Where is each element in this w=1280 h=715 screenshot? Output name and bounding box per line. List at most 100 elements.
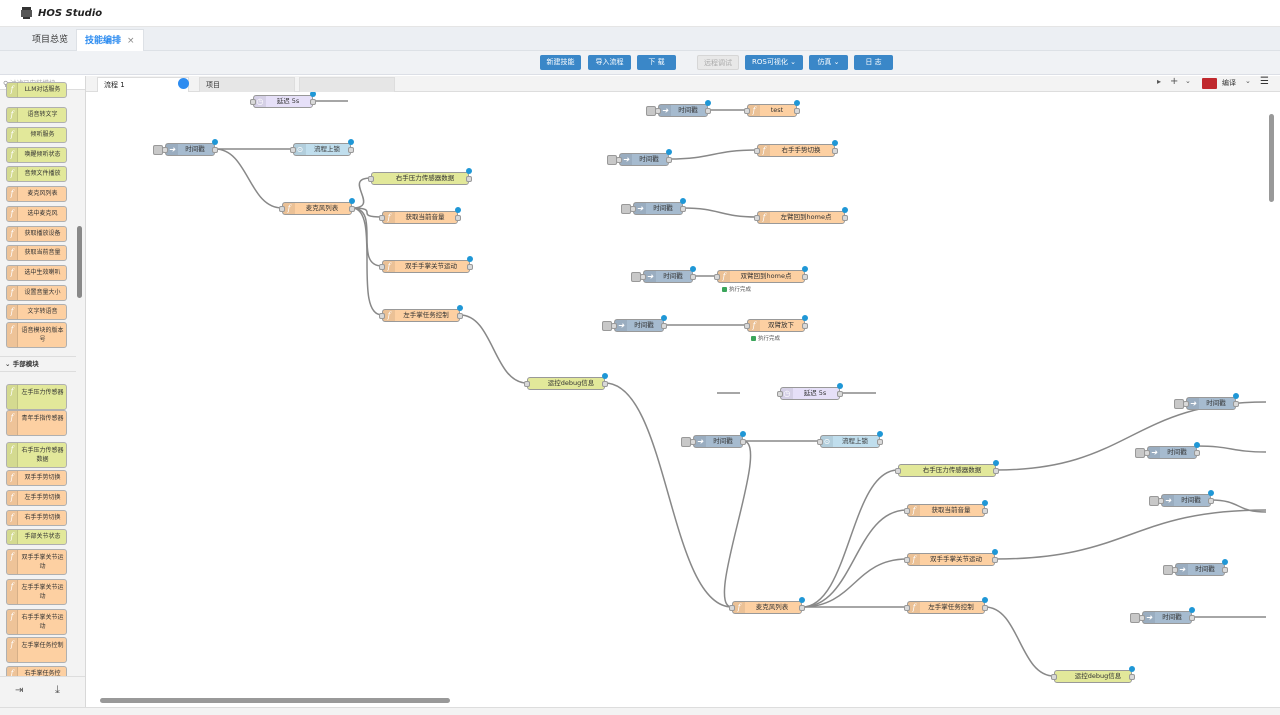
output-port[interactable]	[1208, 498, 1214, 504]
input-port[interactable]	[1183, 401, 1189, 407]
deploy-icon[interactable]	[1202, 78, 1217, 89]
add-tab-icon[interactable]: +	[1170, 76, 1179, 87]
user-avatar-icon[interactable]	[178, 78, 189, 89]
flow-wire[interactable]	[351, 207, 383, 218]
new-skill-button[interactable]: 新建技能	[540, 55, 581, 70]
output-port[interactable]	[740, 439, 746, 445]
output-port[interactable]	[705, 108, 711, 114]
tab-skill-orchestration[interactable]: 技能编排×	[76, 29, 144, 51]
output-port[interactable]	[842, 215, 848, 221]
debug-info-node[interactable]: 运控debug信息	[1051, 666, 1135, 683]
timestamp-node[interactable]: ➜时间戳	[1163, 559, 1228, 576]
simulate-dropdown[interactable]: 仿真 ⌄	[809, 55, 848, 70]
input-port[interactable]	[611, 323, 617, 329]
input-port[interactable]	[714, 274, 720, 280]
input-port[interactable]	[754, 148, 760, 154]
menu-icon[interactable]: ☰	[1260, 76, 1269, 87]
flow-lock-node[interactable]: ⊙流程上锁	[817, 431, 883, 448]
output-port[interactable]	[690, 274, 696, 280]
play-icon[interactable]: ▸	[1157, 77, 1162, 86]
input-port[interactable]	[777, 391, 783, 397]
output-port[interactable]	[794, 108, 800, 114]
flow-wire[interactable]	[459, 314, 528, 384]
flow-wire[interactable]	[994, 509, 1266, 560]
workspace-tab-3[interactable]	[299, 77, 395, 92]
output-port[interactable]	[799, 605, 805, 611]
flow-wire[interactable]	[801, 469, 899, 608]
palette-scroll-thumb[interactable]	[77, 226, 82, 298]
input-port[interactable]	[655, 108, 661, 114]
flow-wire[interactable]	[995, 401, 1266, 471]
input-port[interactable]	[379, 313, 385, 319]
timestamp-node[interactable]: ➜时间戳	[646, 100, 711, 117]
output-port[interactable]	[466, 176, 472, 182]
input-port[interactable]	[379, 264, 385, 270]
input-port[interactable]	[368, 176, 374, 182]
output-port[interactable]	[1233, 401, 1239, 407]
output-port[interactable]	[1189, 615, 1195, 621]
output-port[interactable]	[992, 557, 998, 563]
input-port[interactable]	[279, 206, 285, 212]
input-port[interactable]	[817, 439, 823, 445]
flow-wire[interactable]	[351, 177, 372, 209]
output-port[interactable]	[832, 148, 838, 154]
flow-wire[interactable]	[1196, 445, 1266, 453]
input-port[interactable]	[690, 439, 696, 445]
workspace-tab-project[interactable]: 项目	[199, 77, 295, 92]
palette-scrollbar[interactable]	[76, 94, 82, 674]
output-port[interactable]	[455, 215, 461, 221]
timestamp-node[interactable]: ➜时间戳	[153, 139, 218, 156]
canvas-vertical-scrollbar[interactable]	[1266, 92, 1280, 694]
flow-wire[interactable]	[668, 149, 758, 160]
chevron-down-icon[interactable]: ⌄	[1245, 77, 1251, 85]
output-port[interactable]	[982, 508, 988, 514]
chevron-down-icon[interactable]: ⌄	[1185, 77, 1191, 85]
output-port[interactable]	[877, 439, 883, 445]
flow-wire[interactable]	[604, 382, 733, 608]
input-port[interactable]	[1144, 450, 1150, 456]
flow-lock-node[interactable]: ⊙流程上锁	[290, 139, 354, 156]
timestamp-node[interactable]: ➜时间戳	[1130, 607, 1195, 624]
timestamp-node[interactable]: ➜时间戳	[631, 266, 696, 283]
timestamp-node[interactable]: ➜时间戳	[602, 315, 667, 332]
timestamp-node[interactable]: ➜时间戳	[607, 149, 672, 166]
output-port[interactable]	[467, 264, 473, 270]
log-button[interactable]: 日 志	[854, 55, 893, 70]
flow-wire[interactable]	[801, 558, 908, 608]
input-port[interactable]	[904, 605, 910, 611]
remote-debug-button[interactable]: 远程调试	[697, 55, 739, 70]
input-port[interactable]	[729, 605, 735, 611]
input-port[interactable]	[630, 206, 636, 212]
debug-info-node[interactable]: 运控debug信息	[524, 373, 608, 390]
input-port[interactable]	[904, 557, 910, 563]
canvas-horizontal-scrollbar[interactable]	[86, 694, 1266, 707]
workspace-tab-flow1[interactable]: 流程 1	[97, 77, 189, 92]
